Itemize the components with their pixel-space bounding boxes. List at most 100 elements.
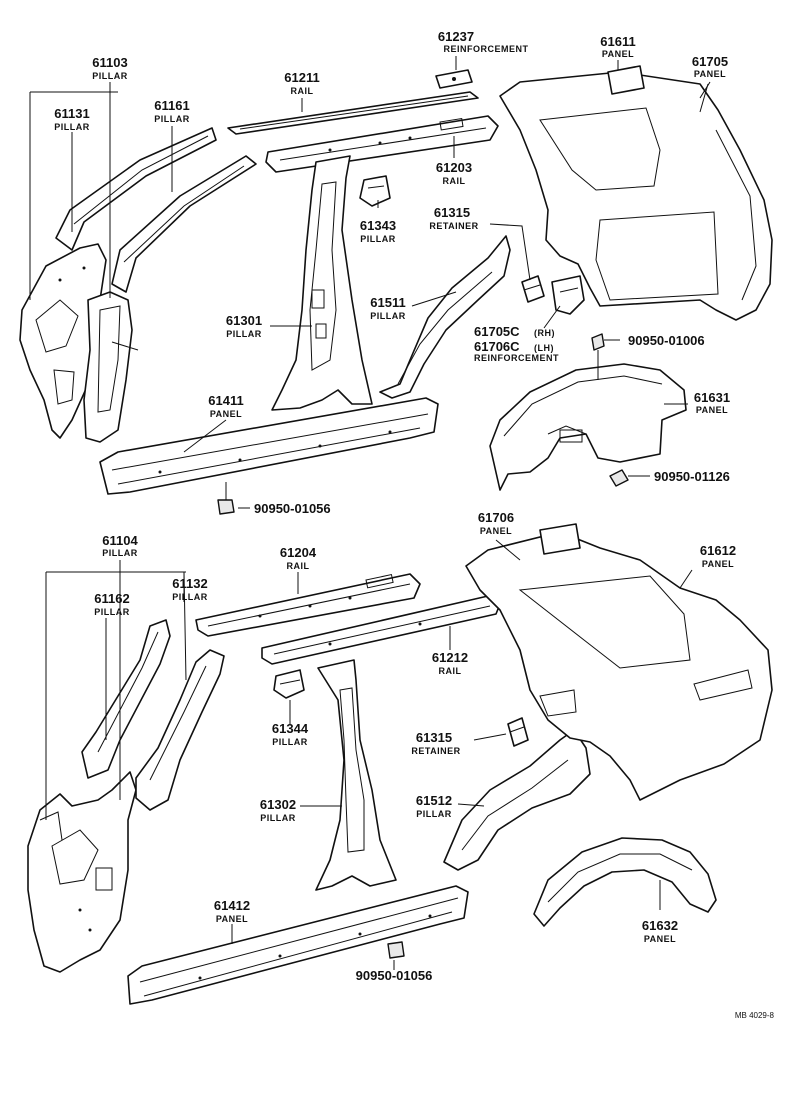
part-61412-panel[interactable] bbox=[127, 885, 469, 1005]
svg-text:61301: 61301 bbox=[226, 313, 262, 328]
part-61132-pillar[interactable] bbox=[135, 649, 225, 811]
svg-text:RAIL: RAIL bbox=[287, 561, 310, 571]
label-61706: 61706 PANEL bbox=[478, 510, 514, 536]
label-61211: 61211 RAIL bbox=[284, 70, 319, 96]
label-61511: 61511 PILLAR bbox=[370, 295, 406, 321]
svg-text:PILLAR: PILLAR bbox=[154, 114, 190, 124]
svg-text:PILLAR: PILLAR bbox=[370, 311, 406, 321]
fastener-90950-01006[interactable] bbox=[591, 333, 605, 351]
part-61103-pillar[interactable] bbox=[19, 243, 139, 443]
svg-text:61203: 61203 bbox=[436, 160, 472, 175]
label-61412: 61412 PANEL bbox=[214, 898, 250, 924]
svg-text:61212: 61212 bbox=[432, 650, 468, 665]
label-61204: 61204 RAIL bbox=[280, 545, 317, 571]
svg-text:61161: 61161 bbox=[154, 98, 189, 113]
part-61131-pillar[interactable] bbox=[55, 127, 217, 251]
fastener-90950-01056-bottom[interactable] bbox=[387, 941, 405, 959]
part-61705-panel[interactable] bbox=[499, 71, 773, 321]
part-61611-panel[interactable] bbox=[607, 65, 645, 95]
svg-text:61705: 61705 bbox=[692, 54, 728, 69]
svg-text:61237: 61237 bbox=[438, 29, 474, 44]
label-90950-01006: 90950-01006 bbox=[628, 333, 705, 348]
svg-text:61706: 61706 bbox=[478, 510, 514, 525]
part-61631-panel[interactable] bbox=[489, 363, 687, 491]
svg-text:PANEL: PANEL bbox=[644, 934, 676, 944]
part-61301-pillar[interactable] bbox=[271, 155, 373, 411]
part-61237-reinforcement[interactable] bbox=[435, 69, 473, 89]
svg-text:PANEL: PANEL bbox=[210, 409, 242, 419]
label-61706c: 61706C (LH) REINFORCEMENT bbox=[474, 339, 559, 363]
label-61315-top: 61315 RETAINER bbox=[429, 205, 478, 231]
svg-text:RAIL: RAIL bbox=[439, 666, 462, 676]
svg-text:REINFORCEMENT: REINFORCEMENT bbox=[474, 353, 559, 363]
part-61315-retainer-rh[interactable] bbox=[521, 275, 545, 303]
svg-text:61705C: 61705C bbox=[474, 324, 520, 339]
svg-text:61315: 61315 bbox=[434, 205, 470, 220]
part-61161-pillar[interactable] bbox=[111, 155, 257, 293]
svg-text:90950-01056: 90950-01056 bbox=[254, 501, 331, 516]
part-61162-pillar[interactable] bbox=[81, 619, 171, 779]
svg-text:(RH): (RH) bbox=[534, 328, 555, 338]
label-90950-01056-top: 90950-01056 bbox=[254, 501, 331, 516]
leader-lines bbox=[29, 56, 711, 970]
svg-text:61204: 61204 bbox=[280, 545, 317, 560]
part-61344-pillar[interactable] bbox=[273, 669, 305, 699]
svg-text:PILLAR: PILLAR bbox=[54, 122, 90, 132]
label-61344: 61344 PILLAR bbox=[272, 721, 309, 747]
svg-text:61302: 61302 bbox=[260, 797, 296, 812]
part-61315-retainer-lh[interactable] bbox=[507, 717, 529, 747]
svg-text:RAIL: RAIL bbox=[443, 176, 466, 186]
part-61632-panel[interactable] bbox=[533, 837, 717, 927]
svg-text:PANEL: PANEL bbox=[602, 49, 634, 59]
fastener-90950-01126[interactable] bbox=[609, 469, 629, 487]
svg-text:PANEL: PANEL bbox=[480, 526, 512, 536]
svg-text:REINFORCEMENT: REINFORCEMENT bbox=[444, 44, 529, 54]
svg-text:61104: 61104 bbox=[102, 533, 138, 548]
label-61103: 61103 PILLAR bbox=[92, 55, 127, 81]
svg-text:61706C: 61706C bbox=[474, 339, 520, 354]
label-61611: 61611 PANEL bbox=[600, 34, 635, 59]
label-61237: 61237 REINFORCEMENT bbox=[438, 29, 529, 54]
svg-text:RETAINER: RETAINER bbox=[429, 221, 478, 231]
svg-text:PILLAR: PILLAR bbox=[260, 813, 296, 823]
part-61203-rail[interactable] bbox=[265, 115, 499, 173]
svg-text:PANEL: PANEL bbox=[694, 69, 726, 79]
label-61131: 61131 PILLAR bbox=[54, 106, 90, 132]
svg-text:61512: 61512 bbox=[416, 793, 452, 808]
label-61705: 61705 PANEL bbox=[692, 54, 728, 79]
svg-text:90950-01126: 90950-01126 bbox=[654, 469, 730, 484]
part-61343-pillar[interactable] bbox=[359, 175, 391, 207]
svg-text:PILLAR: PILLAR bbox=[360, 234, 396, 244]
svg-text:61631: 61631 bbox=[694, 390, 730, 405]
part-61612-panel[interactable] bbox=[465, 531, 773, 801]
svg-text:61412: 61412 bbox=[214, 898, 250, 913]
part-61104-pillar[interactable] bbox=[27, 771, 137, 973]
label-61632: 61632 PANEL bbox=[642, 918, 678, 944]
part-61511-pillar[interactable] bbox=[379, 235, 511, 399]
label-61212: 61212 RAIL bbox=[432, 650, 468, 676]
svg-text:PANEL: PANEL bbox=[696, 405, 728, 415]
svg-text:61511: 61511 bbox=[370, 295, 405, 310]
part-61705c-reinforcement[interactable] bbox=[551, 275, 585, 315]
label-61302: 61302 PILLAR bbox=[260, 797, 296, 823]
svg-text:61131: 61131 bbox=[54, 106, 89, 121]
svg-text:RAIL: RAIL bbox=[291, 86, 314, 96]
svg-text:PILLAR: PILLAR bbox=[94, 607, 130, 617]
svg-text:PILLAR: PILLAR bbox=[102, 548, 138, 558]
label-61631: 61631 PANEL bbox=[694, 390, 730, 415]
svg-text:61103: 61103 bbox=[92, 55, 127, 70]
part-61204-rail[interactable] bbox=[195, 573, 421, 637]
label-61162: 61162 PILLAR bbox=[94, 591, 130, 617]
svg-text:61411: 61411 bbox=[208, 393, 243, 408]
part-61211-rail[interactable] bbox=[227, 91, 479, 135]
label-61132: 61132 PILLAR bbox=[172, 576, 207, 602]
part-61512-pillar[interactable] bbox=[443, 729, 591, 871]
svg-text:90950-01056: 90950-01056 bbox=[356, 968, 433, 983]
label-61301: 61301 PILLAR bbox=[226, 313, 262, 339]
part-61411-panel[interactable] bbox=[99, 397, 439, 495]
label-61512: 61512 PILLAR bbox=[416, 793, 452, 819]
part-61302-pillar[interactable] bbox=[315, 659, 397, 891]
fastener-90950-01056-top[interactable] bbox=[217, 499, 235, 515]
part-61706-panel[interactable] bbox=[539, 523, 581, 555]
reference-code: MB 4029-8 bbox=[735, 1011, 775, 1020]
